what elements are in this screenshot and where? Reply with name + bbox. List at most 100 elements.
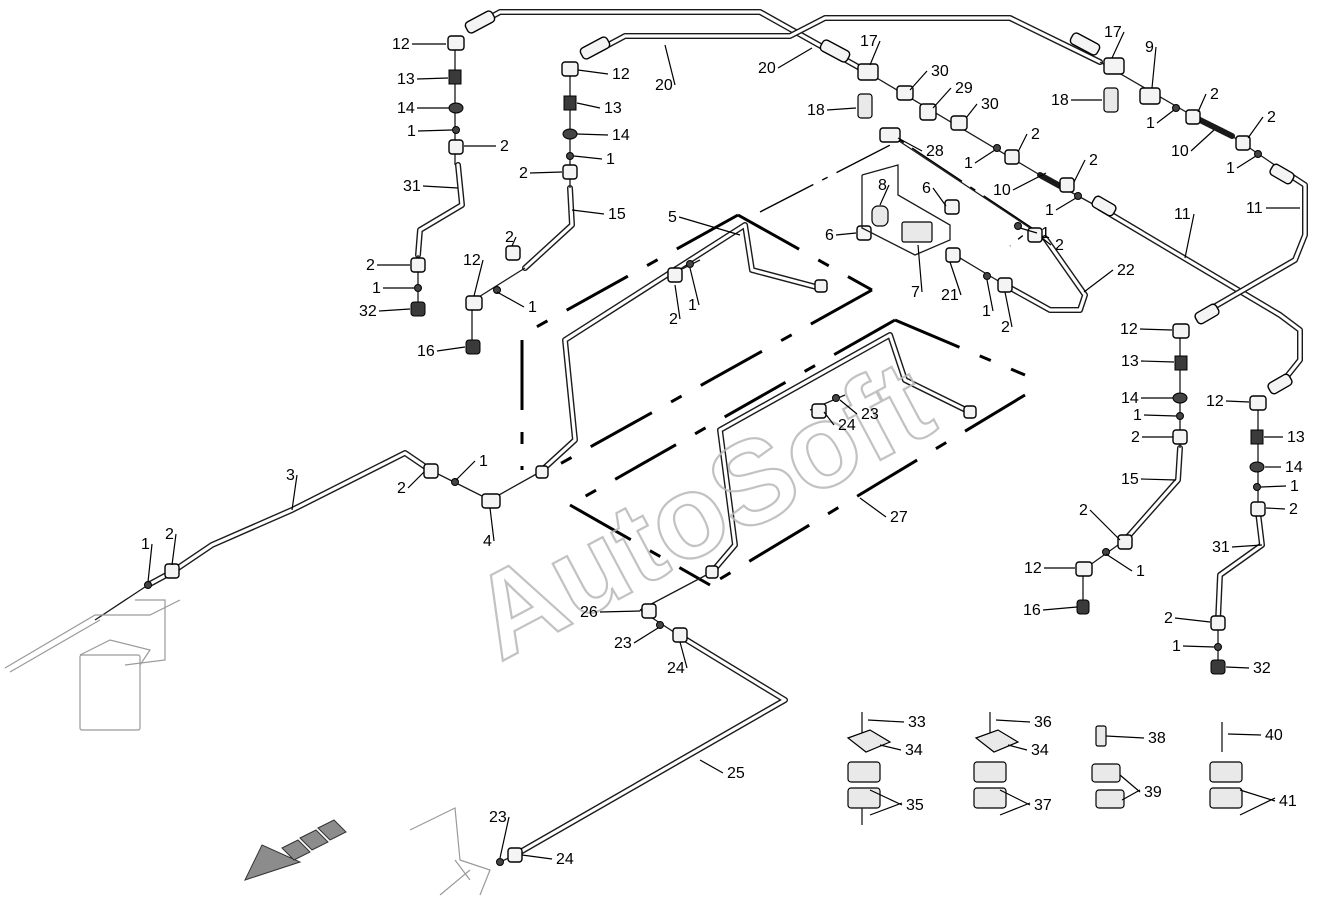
- callout-c-2i: 2: [1055, 237, 1064, 254]
- leader-c-16b: [1042, 606, 1078, 611]
- leader-c-17b: [1111, 31, 1125, 59]
- leader-c-2k: [674, 284, 681, 320]
- o-ring-1l: [451, 478, 459, 486]
- callout-c-2f: 2: [1089, 152, 1098, 169]
- leader-c-2p: [1089, 509, 1121, 541]
- leader-c-6b: [835, 232, 857, 236]
- clamp-half-37a: [973, 761, 1007, 783]
- callout-c-2b: 2: [519, 165, 528, 182]
- frame-rail-lower: [709, 393, 1026, 587]
- callout-c-2a: 2: [500, 138, 509, 155]
- leader-c-39: [1119, 774, 1141, 793]
- clamp-half-35a: [847, 761, 881, 783]
- cap-16b: [1076, 599, 1090, 615]
- clamp-plate-34b: [974, 729, 1020, 753]
- callout-c-12e: 12: [1206, 393, 1224, 410]
- adapter-13a: [448, 69, 462, 85]
- leader-c-1h: [1236, 155, 1257, 169]
- leader-c-39-b: [1121, 789, 1141, 801]
- fitting-6b: [856, 225, 872, 241]
- callout-c-24c: 24: [556, 851, 574, 868]
- elbow-fitting-12c: [465, 295, 483, 311]
- callout-c-9: 9: [1145, 39, 1154, 56]
- hose-end-20a: [464, 10, 496, 34]
- callout-c-1e: 1: [964, 155, 973, 172]
- callout-c-2h: 2: [1267, 109, 1276, 126]
- leader-c-41: [1239, 789, 1276, 802]
- leader-c-17a: [869, 40, 881, 66]
- frame-rail-diagonal: [569, 318, 896, 507]
- ghost-parts-group: [4, 599, 491, 896]
- nut-2f: [1059, 177, 1075, 193]
- nut-2j: [997, 277, 1013, 293]
- callout-c-23b: 23: [614, 635, 632, 652]
- callout-c-1c: 1: [372, 280, 381, 297]
- callout-c-1n: 1: [1133, 407, 1142, 424]
- nut-2m: [164, 563, 180, 579]
- leader-c-10b: [1190, 129, 1215, 152]
- leader-c-34b: [1007, 744, 1028, 751]
- callout-c-13c: 13: [1121, 353, 1139, 370]
- callout-c-25: 25: [727, 765, 745, 782]
- leader-c-2g: [1197, 93, 1207, 113]
- fitting-21: [945, 247, 961, 263]
- o-ring-1h: [1254, 150, 1262, 158]
- callout-c-28: 28: [926, 143, 944, 160]
- leader-c-3: [291, 474, 298, 511]
- pipe-end-27-lower: [705, 565, 719, 579]
- pipe-11b: [1197, 167, 1308, 318]
- callout-c-33: 33: [908, 714, 926, 731]
- o-ring-1k: [686, 260, 694, 268]
- clamp-half-35b: [847, 787, 881, 809]
- callout-c-21: 21: [941, 287, 959, 304]
- leader-c-12d: [1139, 328, 1173, 331]
- plug-8: [871, 205, 889, 227]
- adapter-13c: [1174, 355, 1188, 371]
- callout-c-12a: 12: [392, 36, 410, 53]
- valve-18b: [1103, 87, 1119, 113]
- o-ring-1b: [566, 152, 574, 160]
- callout-c-13b: 13: [604, 100, 622, 117]
- o-ring-1o: [1253, 483, 1261, 491]
- clamp-half-39a: [1091, 763, 1121, 783]
- plug-32a: [410, 301, 426, 317]
- callout-c-11b: 11: [1246, 200, 1263, 217]
- callout-c-1k: 1: [688, 297, 697, 314]
- callout-c-23a: 23: [861, 406, 879, 423]
- valve-18a: [857, 93, 873, 119]
- callout-c-2d: 2: [505, 229, 514, 246]
- callout-c-10a: 10: [993, 182, 1011, 199]
- leader-c-21: [949, 261, 962, 296]
- fitting-26: [641, 603, 657, 619]
- callout-c-4: 4: [483, 533, 492, 550]
- tee-fitting-17a: [857, 63, 879, 81]
- leader-c-5: [678, 216, 741, 236]
- pipe-22: [1002, 235, 1088, 313]
- leader-c-2h: [1247, 116, 1264, 139]
- seal-ring-14c: [1172, 392, 1188, 404]
- callout-c-13a: 13: [397, 71, 415, 88]
- fitting-group: [144, 10, 1295, 866]
- leader-c-18a: [826, 107, 857, 111]
- leader-c-8: [879, 184, 890, 206]
- nut-2k: [667, 267, 683, 283]
- fitting-6a: [944, 199, 960, 215]
- clamp-half-41a: [1209, 761, 1243, 783]
- leader-c-35-b: [869, 802, 903, 816]
- callout-c-1m: 1: [141, 536, 150, 553]
- direction-arrow: [244, 819, 347, 881]
- callout-c-26: 26: [580, 604, 598, 621]
- seal-ring-14a: [448, 102, 464, 114]
- callout-c-3: 3: [286, 467, 295, 484]
- callout-c-12b: 12: [612, 66, 630, 83]
- leader-c-2e: [1017, 133, 1028, 153]
- nut-2p: [1117, 534, 1133, 550]
- o-ring-23a: [832, 394, 840, 402]
- fitting-30b: [950, 115, 968, 131]
- hose-end-11b: [1269, 163, 1295, 185]
- leader-c-24b: [679, 641, 688, 669]
- bracket-8-7: [861, 164, 951, 256]
- callout-c-5: 5: [668, 209, 677, 226]
